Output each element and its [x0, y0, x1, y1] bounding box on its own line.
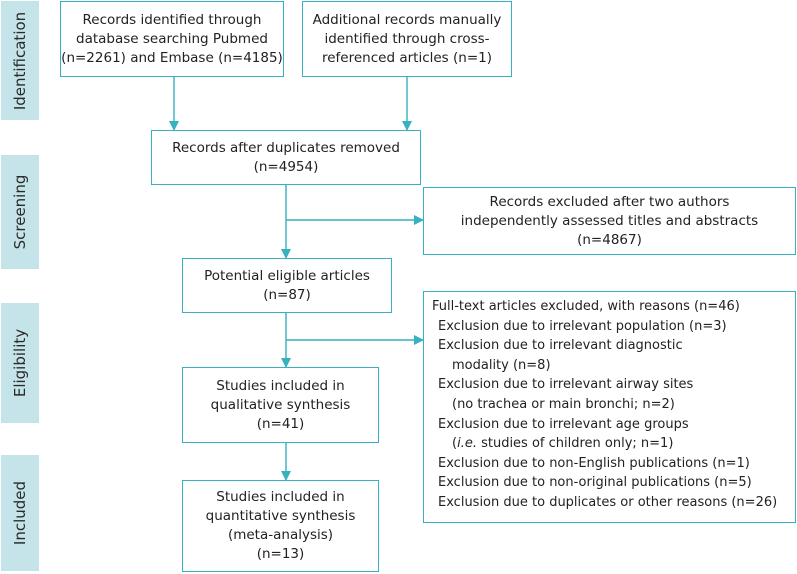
box-line: (n=87)	[263, 286, 311, 303]
box-line: Studies included in	[216, 377, 345, 394]
exclusion-item: (no trachea or main bronchi; n=2)	[452, 396, 675, 412]
additional-records-box: Additional records manually identified t…	[302, 1, 512, 77]
stage-eligibility: Eligibility	[1, 303, 39, 423]
ie-abbrev: i.e.	[457, 436, 477, 452]
quantitative-synthesis-box: Studies included in quantitative synthes…	[182, 480, 379, 572]
box-line: independently assessed titles and abstra…	[460, 212, 759, 229]
box-line: (n=4954)	[253, 158, 319, 175]
exclusion-item: Exclusion due to non-original publicatio…	[438, 475, 752, 491]
box-line: (meta-analysis)	[227, 527, 334, 543]
exclusion-item-age-detail: (i.e. studies of children only; n=1)	[452, 436, 674, 452]
age-detail-text: studies of children only; n=1)	[476, 436, 674, 452]
exclusion-item: Exclusion due to irrelevant population (…	[438, 318, 727, 334]
box-line: (n=13)	[256, 546, 305, 562]
records-excluded-box: Records excluded after two authors indep…	[423, 187, 796, 255]
box-line: Records after duplicates removed	[172, 139, 400, 156]
box-line: quantitative synthesis	[205, 508, 356, 524]
box-line: database searching Pubmed	[76, 30, 268, 47]
qualitative-synthesis-box: Studies included in qualitative synthesi…	[182, 367, 379, 443]
exclusion-item: modality (n=8)	[452, 357, 551, 373]
records-identified-box: Records identified through database sear…	[60, 1, 284, 77]
exclusion-item: Exclusion due to non-English publication…	[438, 455, 750, 471]
exclusion-item: Exclusion due to irrelevant airway sites	[438, 377, 694, 393]
duplicates-removed-box: Records after duplicates removed (n=4954…	[151, 130, 421, 185]
fulltext-excluded-title: Full-text articles excluded, with reason…	[432, 299, 740, 314]
exclusion-item: Exclusion due to irrelevant diagnostic	[438, 338, 683, 354]
box-line: Potential eligible articles	[204, 267, 370, 284]
box-line: Records identified through	[82, 11, 262, 28]
box-line: (n=41)	[256, 415, 305, 432]
box-line: (n=4867)	[577, 231, 642, 248]
box-line: (n=2261) and Embase (n=4185)	[61, 49, 283, 66]
box-line: identified through cross-	[324, 30, 490, 47]
exclusion-item: Exclusion due to duplicates or other rea…	[438, 494, 778, 510]
box-line: Records excluded after two authors	[489, 193, 730, 210]
box-line: Studies included in	[216, 489, 345, 505]
stage-screening: Screening	[1, 155, 39, 269]
exclusion-item: Exclusion due to irrelevant age groups	[438, 416, 689, 432]
potential-eligible-box: Potential eligible articles (n=87)	[182, 258, 392, 313]
box-line: referenced articles (n=1)	[322, 49, 492, 66]
stage-included: Included	[1, 455, 39, 571]
fulltext-excluded-box: Full-text articles excluded, with reason…	[423, 291, 796, 523]
stage-identification: Identification	[1, 1, 39, 120]
box-line: qualitative synthesis	[210, 396, 351, 413]
box-line: Additional records manually	[312, 11, 502, 28]
